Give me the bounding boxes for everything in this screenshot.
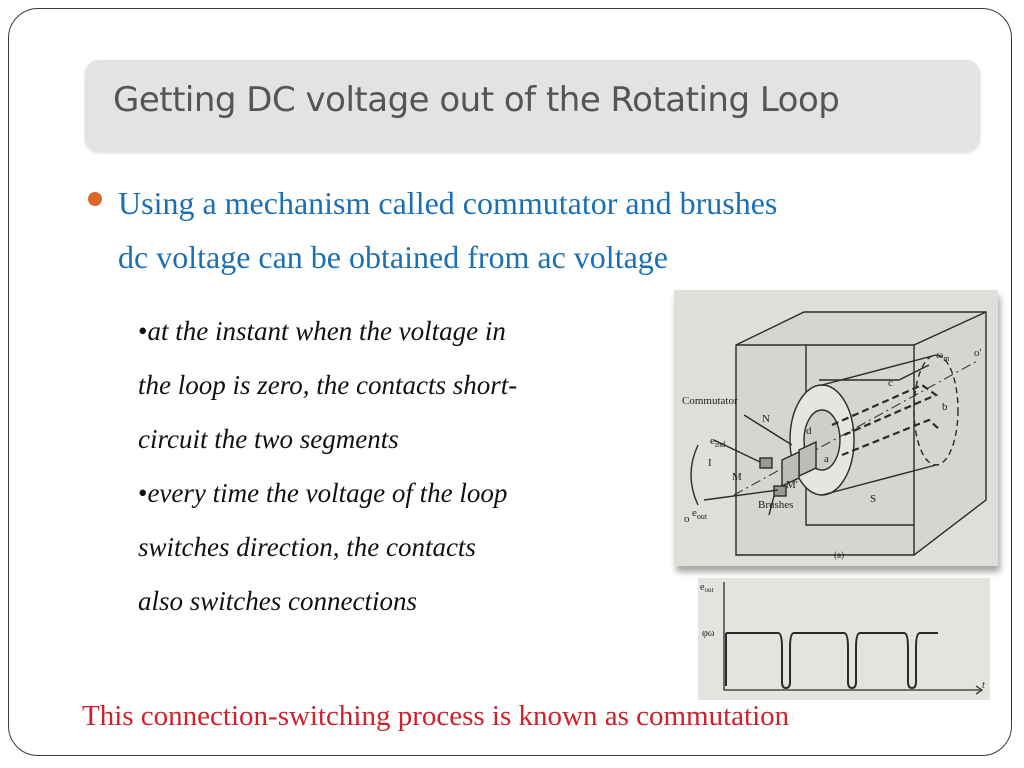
current-label: I xyxy=(708,457,712,469)
sub-bullet-line: •at the instant when the voltage in xyxy=(138,304,658,358)
bullet-dot-icon xyxy=(88,192,102,206)
sub-bullet-glyph: • xyxy=(138,478,148,508)
title-bar: Getting DC voltage out of the Rotating L… xyxy=(85,60,980,152)
figure-a-caption: (a) xyxy=(834,550,844,560)
sub-bullet-line: the loop is zero, the contacts short- xyxy=(138,370,518,400)
waveform-drawing: eout φω t xyxy=(700,582,985,695)
waveform-y-subscript: out xyxy=(704,586,713,594)
waveform-y-symbol: e xyxy=(700,582,705,593)
sub-bullet-list: •at the instant when the voltage in the … xyxy=(138,304,658,628)
omega-symbol: ω xyxy=(936,349,943,361)
sub-bullet-line: circuit the two segments xyxy=(138,424,399,454)
e-out-subscript: out xyxy=(697,512,708,521)
sub-bullet-line: also switches connections xyxy=(138,586,417,616)
a-label: a xyxy=(824,453,829,465)
e-ind-symbol: e xyxy=(710,435,715,447)
waveform-y-label: eout xyxy=(700,582,713,594)
e-ind-subscript: ind xyxy=(715,440,725,449)
waveform-level-label: φω xyxy=(702,628,715,639)
main-bullet-line: dc voltage can be obtained from ac volta… xyxy=(118,239,668,275)
b-label: b xyxy=(942,401,948,413)
omega-label: ωm xyxy=(936,349,950,363)
omega-subscript: m xyxy=(943,354,950,363)
machine-diagram: Commutator Brushes N S eind eout I M M' … xyxy=(674,290,998,566)
sub-bullet-text: at the instant when the voltage in xyxy=(147,316,506,346)
m-prime-label: M' xyxy=(786,479,798,491)
commutator-label: Commutator xyxy=(682,395,738,407)
slide-title: Getting DC voltage out of the Rotating L… xyxy=(113,80,840,120)
main-bullet: Using a mechanism called commutator and … xyxy=(88,176,968,284)
sub-bullet-glyph: • xyxy=(138,316,148,346)
c-label: c xyxy=(888,377,893,389)
o-prime-label: o' xyxy=(974,347,982,359)
e-ind-label: eind xyxy=(710,435,725,449)
waveform-diagram: eout φω t xyxy=(698,578,990,700)
south-pole-label: S xyxy=(870,493,876,505)
e-out-label: eout xyxy=(692,507,708,521)
main-bullet-line: Using a mechanism called commutator and … xyxy=(118,185,778,221)
commutation-caption: This connection-switching process is kno… xyxy=(82,700,790,732)
e-out-symbol: e xyxy=(692,507,697,519)
sub-bullet-line: •every time the voltage of the loop xyxy=(138,466,658,520)
o-label: o xyxy=(684,513,690,525)
brushes-label: Brushes xyxy=(758,499,793,511)
d-label: d xyxy=(806,425,812,437)
sub-bullet-line: switches direction, the contacts xyxy=(138,532,476,562)
sub-bullet-text: every time the voltage of the loop xyxy=(147,478,508,508)
m-label: M xyxy=(732,471,742,483)
waveform-x-label: t xyxy=(982,680,985,691)
north-pole-label: N xyxy=(762,413,770,425)
machine-diagram-drawing: Commutator Brushes N S eind eout I M M' … xyxy=(682,311,987,560)
